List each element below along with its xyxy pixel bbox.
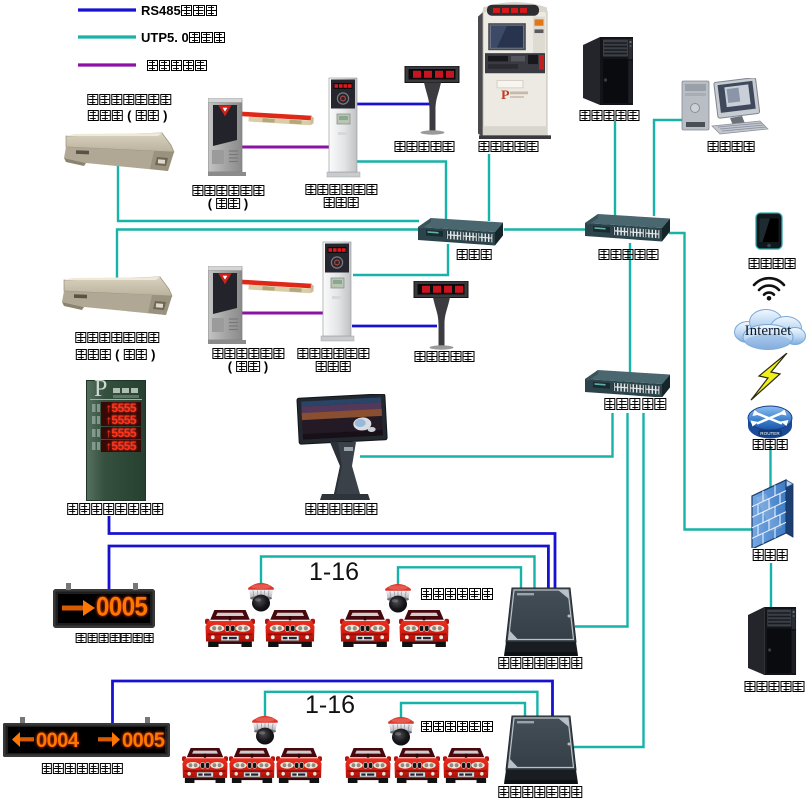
svg-text:Internet: Internet	[745, 323, 792, 339]
svg-text:P: P	[501, 87, 510, 101]
svg-text:ROUTER: ROUTER	[760, 431, 780, 436]
